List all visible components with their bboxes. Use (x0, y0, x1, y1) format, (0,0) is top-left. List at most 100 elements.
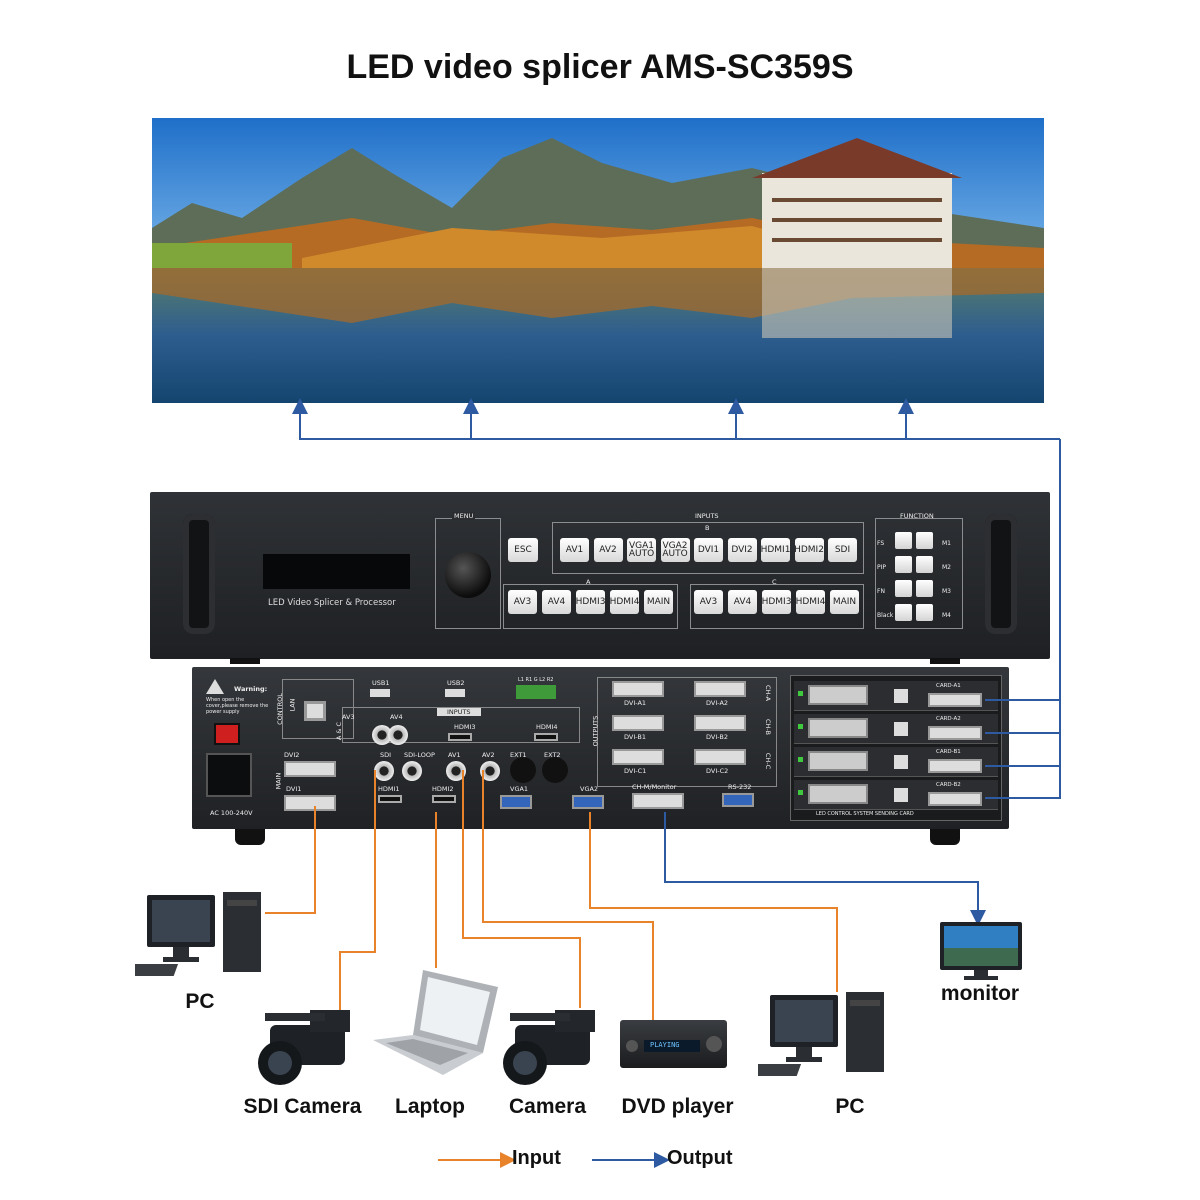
function-left-label: PIP (877, 564, 887, 571)
card-led (798, 691, 803, 696)
rear-connector (572, 795, 604, 809)
rear-port-label: VGA2 (580, 785, 599, 793)
card-usb-port (894, 755, 908, 769)
rear-port-label: VGA1 (510, 785, 529, 793)
card-label: CARD-B1 (936, 749, 961, 755)
usb2-label: USB2 (447, 679, 465, 687)
card-usb-port (894, 722, 908, 736)
inputs-label: INPUTS (695, 512, 719, 520)
inputs-a-c-frame (342, 707, 580, 743)
input-b-button[interactable]: HDMI1 (761, 538, 790, 562)
card-footer-label: LED CONTROL SYSTEM SENDING CARD (816, 811, 914, 817)
sending-card-row: CARD-B1 (794, 747, 998, 777)
output-port-label: DVI-C1 (624, 767, 647, 775)
function-button[interactable] (916, 556, 933, 573)
card-label: CARD-B2 (936, 782, 961, 788)
function-button[interactable] (895, 556, 912, 573)
lan-port (304, 701, 326, 721)
dvd-display-text: PLAYING (650, 1041, 680, 1049)
input-a-button[interactable]: AV3 (508, 590, 537, 614)
card-dvi-port (928, 693, 982, 707)
input-b-button[interactable]: HDMI2 (794, 538, 824, 562)
card-led (798, 757, 803, 762)
input-c-button[interactable]: HDMI3 (762, 590, 791, 614)
power-switch[interactable] (214, 723, 240, 745)
splicer-front-panel: LED Video Splicer & Processor MENU ESC I… (150, 492, 1050, 659)
sending-card-row: CARD-B2 (794, 780, 998, 810)
terminal-block (516, 685, 556, 699)
main-label: MAIN (274, 772, 283, 790)
function-left-label: FS (877, 540, 885, 547)
outputs-label: OUTPUTS (591, 715, 600, 747)
dvd-knob (706, 1036, 722, 1052)
pc-right-label: PC (835, 1095, 865, 1118)
rear-connector (284, 761, 336, 777)
inputs-group-c-frame (690, 584, 864, 629)
rear-connector (372, 725, 392, 745)
pc-right-icon (726, 990, 888, 1085)
rear-connector (374, 761, 394, 781)
input-a-button[interactable]: HDMI3 (576, 590, 605, 614)
rear-port-label: AV3 (342, 713, 355, 721)
function-button[interactable] (895, 532, 912, 549)
lcd-label: LED Video Splicer & Processor (268, 598, 396, 608)
camera-icon (495, 1005, 605, 1095)
page-title: LED video splicer AMS-SC359S (346, 48, 854, 86)
input-c-button[interactable]: MAIN (830, 590, 859, 614)
card-usb-port (894, 788, 908, 802)
input-b-button[interactable]: SDI (828, 538, 857, 562)
lan-label: LAN (288, 698, 297, 712)
input-c-button[interactable]: AV4 (728, 590, 757, 614)
function-button[interactable] (895, 604, 912, 621)
laptop-icon (368, 965, 503, 1085)
input-a-button[interactable]: AV4 (542, 590, 571, 614)
rear-port-label: HDMI2 (432, 785, 454, 793)
input-b-button[interactable]: AV2 (593, 538, 623, 562)
splicer-rear-panel: Warning: When open the cover,please remo… (192, 667, 1009, 829)
usb2-port (445, 689, 465, 697)
menu-knob[interactable] (445, 552, 491, 598)
rear-port-label: SDI-LOOP (404, 751, 435, 759)
input-a-button[interactable]: MAIN (644, 590, 673, 614)
function-right-label: M3 (942, 588, 951, 595)
monitor-label: monitor (940, 982, 1020, 1005)
output-dvi-port (694, 681, 746, 697)
rear-connector (432, 795, 456, 803)
input-c-button[interactable]: AV3 (694, 590, 723, 614)
function-right-label: M4 (942, 612, 951, 619)
card-label: CARD-A2 (936, 716, 961, 722)
input-b-button[interactable]: DVI2 (727, 538, 757, 562)
input-b-button[interactable]: VGA2 AUTO (660, 538, 690, 562)
card-label: CARD-A1 (936, 683, 961, 689)
output-port-label: DVI-B1 (624, 733, 646, 741)
pc-left-label: PC (185, 990, 215, 1013)
function-button[interactable] (916, 532, 933, 549)
left-handle (183, 514, 215, 634)
power-socket (206, 753, 252, 797)
output-port-label: DVI-C2 (706, 767, 729, 775)
function-right-label: M1 (942, 540, 951, 547)
rear-connector (480, 761, 500, 781)
input-b-button[interactable]: VGA1 AUTO (627, 538, 656, 562)
rear-connector (500, 795, 532, 809)
front-foot-right (930, 658, 960, 664)
right-handle (985, 514, 1017, 634)
dvd-player-icon: PLAYING (620, 1020, 727, 1068)
rear-port-label: HDMI4 (536, 723, 558, 731)
rear-connector (448, 733, 472, 741)
input-b-button[interactable]: DVI1 (694, 538, 723, 562)
input-c-button[interactable]: HDMI4 (796, 590, 825, 614)
function-right-label: M2 (942, 564, 951, 571)
warning-icon (206, 679, 224, 694)
function-button[interactable] (916, 580, 933, 597)
function-button[interactable] (916, 604, 933, 621)
input-a-button[interactable]: HDMI4 (610, 590, 639, 614)
dvd-player-label: DVD player (621, 1095, 734, 1118)
card-dvi-port (928, 759, 982, 773)
esc-button[interactable]: ESC (508, 538, 538, 562)
rear-inputs-label: INPUTS (437, 708, 481, 716)
function-button[interactable] (895, 580, 912, 597)
led-screen-landscape-image (152, 118, 1044, 403)
rear-port-label: AV4 (390, 713, 403, 721)
input-b-button[interactable]: AV1 (560, 538, 589, 562)
